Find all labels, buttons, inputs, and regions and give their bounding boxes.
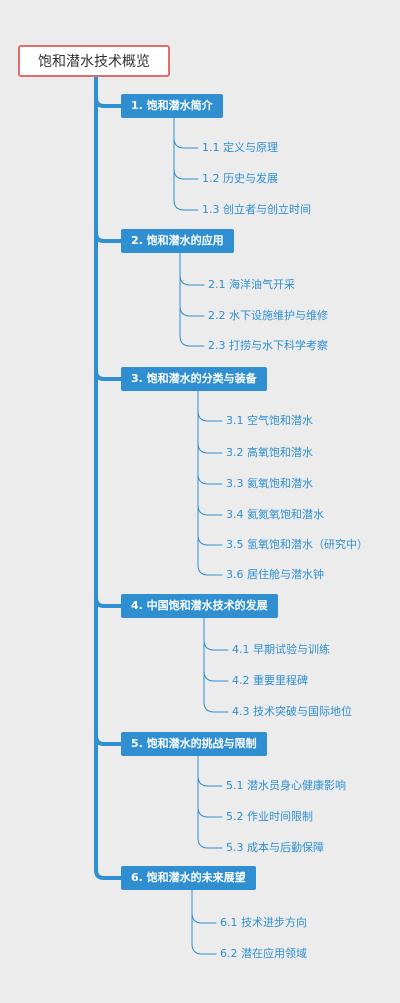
subtopic-4-1[interactable]: 4.1 早期试验与训练: [232, 643, 330, 656]
subtopic-6-2[interactable]: 6.2 潜在应用领域: [220, 947, 307, 960]
subtopic-3-4[interactable]: 3.4 氦氮氧饱和潜水: [226, 508, 324, 521]
subtopic-line: [203, 617, 229, 651]
section-topic-6[interactable]: 6. 饱和潜水的未来展望: [121, 866, 256, 890]
subtopic-3-3[interactable]: 3.3 氦氧饱和潜水: [226, 477, 313, 490]
subtopic-line: [197, 390, 223, 576]
subtopic-4-2[interactable]: 4.2 重要里程碑: [232, 674, 308, 687]
section-topic-1[interactable]: 1. 饱和潜水简介: [121, 94, 223, 118]
subtopic-3-1[interactable]: 3.1 空气饱和潜水: [226, 414, 313, 427]
subtopic-line: [197, 755, 223, 787]
subtopic-5-1[interactable]: 5.1 潜水员身心健康影响: [226, 779, 346, 792]
subtopic-2-3[interactable]: 2.3 打捞与水下科学考察: [208, 339, 328, 352]
subtopic-2-1[interactable]: 2.1 海洋油气开采: [208, 278, 295, 291]
subtopic-line: [197, 390, 223, 454]
section-branch-line: [94, 596, 123, 608]
subtopic-5-2[interactable]: 5.2 作业时间限制: [226, 810, 313, 823]
subtopic-line: [197, 390, 223, 422]
section-topic-5[interactable]: 5. 饱和潜水的挑战与限制: [121, 732, 267, 756]
section-branch-line: [94, 734, 123, 746]
section-branch-line: [94, 369, 123, 381]
subtopic-line: [191, 889, 217, 924]
section-branch-line: [94, 231, 123, 243]
section-topic-4[interactable]: 4. 中国饱和潜水技术的发展: [121, 594, 278, 618]
subtopic-3-2[interactable]: 3.2 高氧饱和潜水: [226, 446, 313, 459]
subtopic-line: [197, 390, 223, 485]
subtopic-line: [191, 889, 217, 955]
subtopic-5-3[interactable]: 5.3 成本与后勤保障: [226, 841, 324, 854]
subtopic-line: [173, 117, 199, 211]
subtopic-line: [179, 252, 205, 286]
subtopic-3-6[interactable]: 3.6 居住舱与潜水钟: [226, 568, 324, 581]
subtopic-2-2[interactable]: 2.2 水下设施维护与维修: [208, 309, 328, 322]
section-topic-2[interactable]: 2. 饱和潜水的应用: [121, 229, 234, 253]
subtopic-line: [173, 117, 199, 149]
section-topic-3[interactable]: 3. 饱和潜水的分类与装备: [121, 367, 267, 391]
subtopic-6-1[interactable]: 6.1 技术进步方向: [220, 916, 307, 929]
subtopic-line: [197, 390, 223, 546]
subtopic-1-1[interactable]: 1.1 定义与原理: [202, 141, 278, 154]
subtopic-3-5[interactable]: 3.5 氢氧饱和潜水（研究中）: [226, 538, 368, 551]
root-topic[interactable]: 饱和潜水技术概览: [18, 45, 170, 77]
main-trunk-line: [94, 75, 123, 880]
subtopic-4-3[interactable]: 4.3 技术突破与国际地位: [232, 705, 352, 718]
subtopic-line: [179, 252, 205, 347]
subtopic-1-2[interactable]: 1.2 历史与发展: [202, 172, 278, 185]
subtopic-line: [203, 617, 229, 713]
subtopic-1-3[interactable]: 1.3 创立者与创立时间: [202, 203, 311, 216]
section-branch-line: [94, 96, 123, 108]
subtopic-line: [197, 755, 223, 849]
